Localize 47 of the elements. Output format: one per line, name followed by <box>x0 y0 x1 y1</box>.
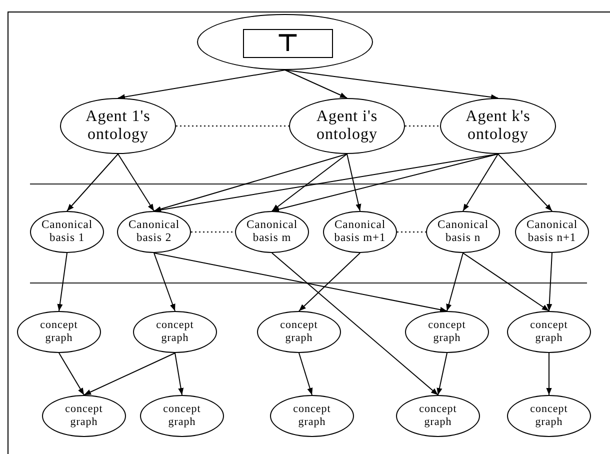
arrow <box>298 352 313 396</box>
node-label: concept graph <box>64 403 104 429</box>
node-label: Canonical basis 2 <box>127 218 181 246</box>
node-label: concept graph <box>279 319 319 345</box>
arrow <box>58 352 84 396</box>
arrow <box>118 70 286 100</box>
arrow <box>154 252 176 312</box>
node-label: concept graph <box>418 403 458 429</box>
arrow <box>174 352 184 396</box>
node-label: concept graph <box>155 319 195 345</box>
arrow <box>272 154 498 212</box>
node-label: concept graph <box>292 403 332 429</box>
node-label: Canonical basis 1 <box>40 218 94 246</box>
arrow <box>284 70 348 98</box>
arrow <box>462 252 550 312</box>
arrow <box>154 252 448 312</box>
top-symbol: ⊤ <box>276 30 300 58</box>
arrow <box>462 154 498 212</box>
arrow <box>84 352 176 396</box>
ellipse-node <box>257 311 341 353</box>
arrow <box>284 70 498 100</box>
arrow <box>298 252 360 312</box>
arrow <box>436 352 448 396</box>
arrow <box>346 154 362 212</box>
arrow <box>546 252 552 312</box>
node-label: Canonical basis m+1 <box>333 218 387 246</box>
node-label: Agent i's ontology <box>315 108 379 144</box>
arrow <box>272 252 438 396</box>
node-label: concept graph <box>39 319 79 345</box>
symbol-box <box>243 29 333 58</box>
node-label: Canonical basis n <box>436 218 490 246</box>
node-label: concept graph <box>529 403 569 429</box>
arrow <box>446 252 464 312</box>
arrow <box>118 154 154 212</box>
node-label: Canonical basis n+1 <box>525 218 579 246</box>
arrow <box>546 352 552 396</box>
node-label: Agent 1's ontology <box>84 108 152 144</box>
node-label: concept graph <box>427 319 467 345</box>
arrow <box>57 252 68 312</box>
node-label: concept graph <box>529 319 569 345</box>
node-label: concept graph <box>162 403 202 429</box>
arrow <box>498 154 552 212</box>
arrow <box>272 154 348 212</box>
arrow <box>154 154 348 212</box>
node-label: Agent k's ontology <box>464 108 532 144</box>
node-label: Canonical basis m <box>245 218 299 246</box>
arrow <box>66 154 118 212</box>
